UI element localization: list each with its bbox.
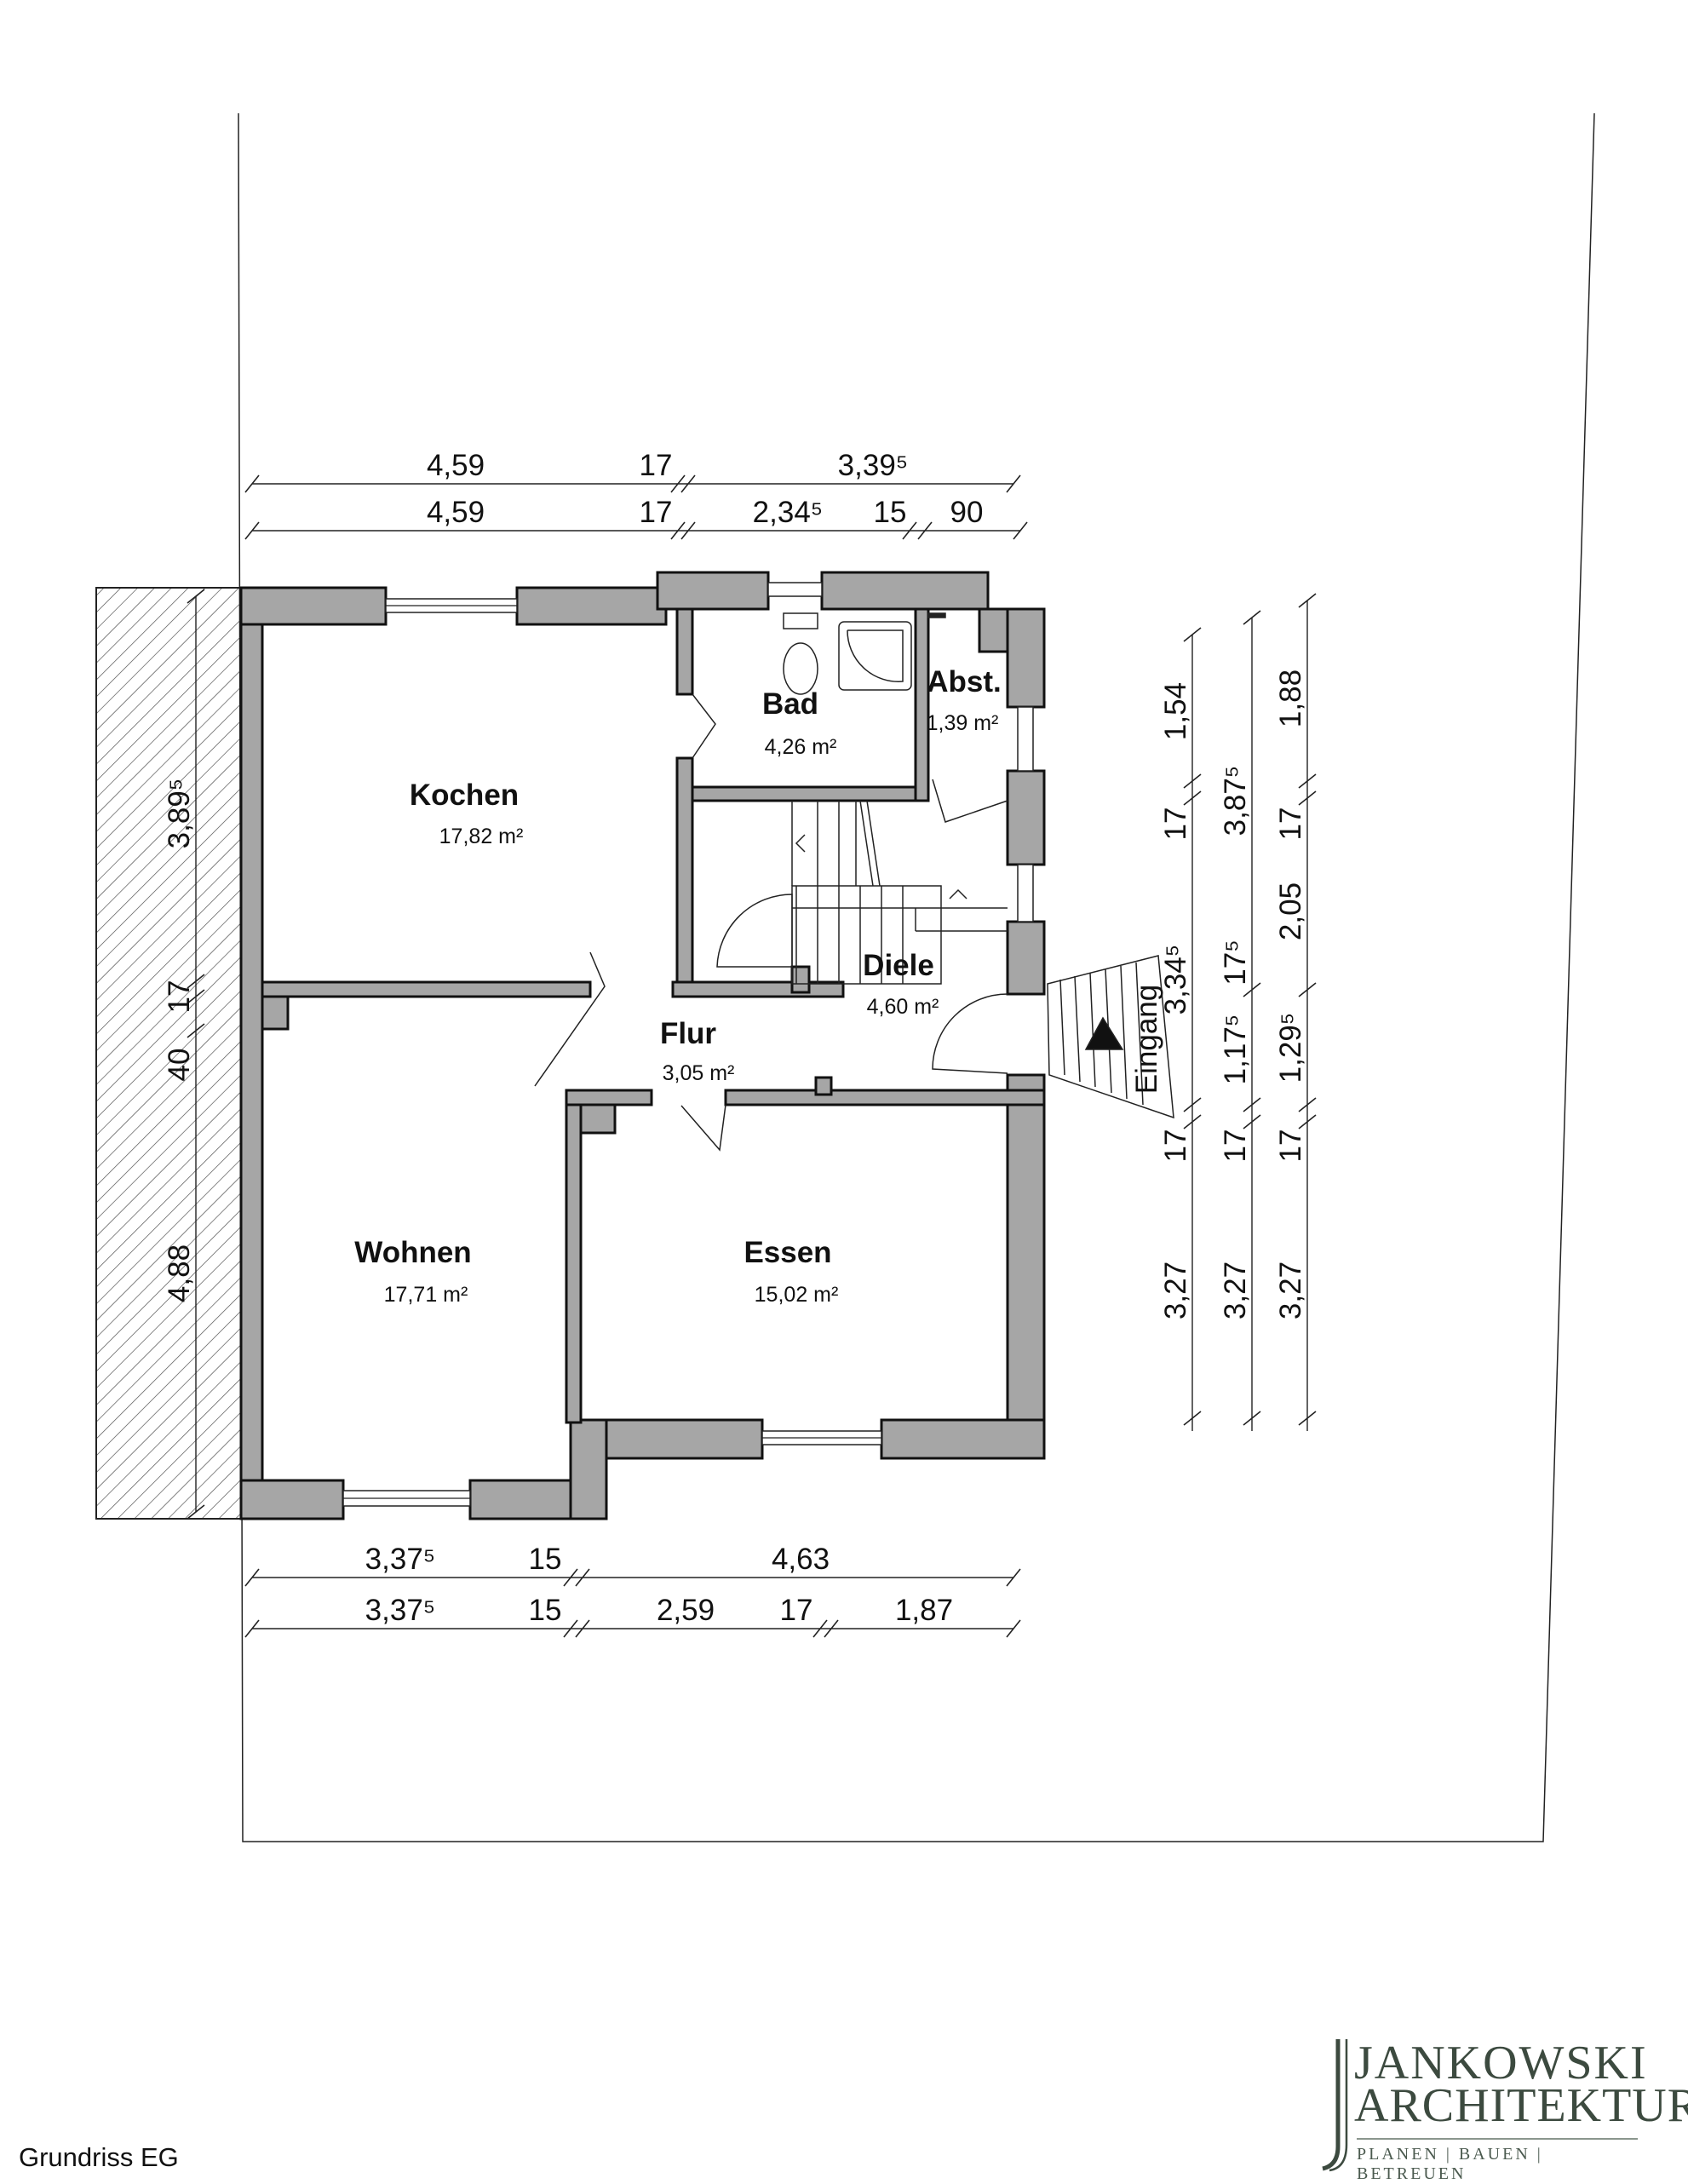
- dim-r1-1: 17: [1159, 808, 1192, 841]
- doors: [534, 693, 1008, 1152]
- dim-bottom2-2: 2,59: [657, 1594, 715, 1627]
- dimension-lines: [187, 474, 1317, 1638]
- room-labels: Kochen 17,82 m² Bad 4,26 m² Abst. 1,39 m…: [354, 665, 1001, 1307]
- entrance-label: Eingang: [1130, 985, 1163, 1094]
- room-essen-name: Essen: [744, 1236, 831, 1269]
- dimension-labels-left: 3,89⁵ 17 40 4,88: [163, 779, 196, 1302]
- plan-title: Grundriss EG: [19, 2142, 179, 2172]
- dim-r3-1: 17: [1274, 808, 1307, 841]
- dim-top1-2: 3,39⁵: [838, 449, 909, 482]
- dim-r3-4: 17: [1274, 1129, 1307, 1163]
- room-flur-area: 3,05 m²: [663, 1061, 735, 1085]
- dimension-labels-right: 1,54 17 3,34⁵ 17 3,27 3,87⁵ 17⁵ 1,17⁵ 17…: [1159, 670, 1307, 1319]
- logo-j-mark-icon: [1322, 2039, 1348, 2172]
- dim-top1-0: 4,59: [427, 449, 485, 482]
- room-wohnen-name: Wohnen: [354, 1236, 471, 1269]
- room-abst-name: Abst.: [927, 665, 1002, 698]
- room-wohnen-area: 17,71 m²: [384, 1283, 468, 1307]
- entrance-arrow-icon: [1084, 1016, 1124, 1050]
- entrance-steps: [1047, 955, 1174, 1119]
- room-kochen-name: Kochen: [410, 779, 519, 812]
- dim-bottom2-3: 17: [780, 1594, 813, 1627]
- room-essen-area: 15,02 m²: [755, 1283, 839, 1307]
- logo-divider: [1357, 2138, 1638, 2140]
- dim-r2-3: 17: [1219, 1129, 1252, 1163]
- dim-bottom1-1: 15: [529, 1543, 562, 1576]
- dim-r3-2: 2,05: [1274, 882, 1307, 940]
- room-flur-name: Flur: [660, 1017, 716, 1050]
- room-bad-area: 4,26 m²: [765, 735, 837, 759]
- room-abst-area: 1,39 m²: [927, 711, 999, 735]
- dim-top2-2: 2,34⁵: [753, 496, 824, 529]
- dimension-labels-bottom: 3,37⁵ 15 4,63 3,37⁵ 15 2,59 17 1,87: [365, 1543, 953, 1627]
- dim-r3-3: 1,29⁵: [1274, 1013, 1307, 1083]
- dim-r2-0: 3,87⁵: [1219, 766, 1252, 836]
- dim-left-0: 3,89⁵: [163, 779, 196, 849]
- dim-top2-1: 17: [640, 496, 673, 529]
- dimension-labels-top: 4,59 17 3,39⁵ 4,59 17 2,34⁵ 15 90: [427, 449, 984, 529]
- walls: [239, 571, 1046, 1520]
- dim-bottom2-0: 3,37⁵: [365, 1594, 436, 1627]
- dim-left-2: 40: [163, 1049, 196, 1082]
- dim-top1-1: 17: [640, 449, 673, 482]
- dim-top2-3: 15: [874, 496, 907, 529]
- dim-bottom2-1: 15: [529, 1594, 562, 1627]
- stair: [791, 800, 1008, 985]
- dim-left-1: 17: [163, 980, 196, 1014]
- architect-logo: JANKOWSKI ARCHITEKTUR PLANEN | BAUEN | B…: [1307, 2036, 1688, 2183]
- dim-r1-2: 3,34⁵: [1159, 945, 1192, 1015]
- neighbour-hatch: [95, 587, 242, 1520]
- dim-r2-2: 1,17⁵: [1219, 1014, 1252, 1085]
- room-bad-name: Bad: [762, 687, 818, 721]
- dim-bottom2-4: 1,87: [895, 1594, 953, 1627]
- windows: [342, 582, 1034, 1507]
- dim-top2-4: 90: [950, 496, 984, 529]
- room-kochen-area: 17,82 m²: [439, 825, 524, 848]
- dim-r1-0: 1,54: [1159, 682, 1192, 740]
- dim-r3-5: 3,27: [1274, 1262, 1307, 1319]
- dim-bottom1-0: 3,37⁵: [365, 1543, 436, 1576]
- bath-fixtures: [783, 612, 946, 695]
- logo-line2: ARCHITEKTUR: [1354, 2079, 1688, 2132]
- dim-r1-4: 3,27: [1159, 1262, 1192, 1319]
- dim-r3-0: 1,88: [1274, 670, 1307, 727]
- room-diele-name: Diele: [863, 949, 934, 982]
- dim-r2-4: 3,27: [1219, 1262, 1252, 1319]
- dim-r1-3: 17: [1159, 1129, 1192, 1163]
- dim-r2-1: 17⁵: [1219, 940, 1252, 985]
- dim-bottom1-2: 4,63: [772, 1543, 830, 1576]
- logo-line1: JANKOWSKI: [1354, 2037, 1648, 2089]
- room-diele-area: 4,60 m²: [867, 995, 939, 1019]
- dim-top2-0: 4,59: [427, 496, 485, 529]
- logo-tagline: PLANEN | BAUEN | BETREUEN: [1357, 2145, 1543, 2183]
- dim-left-3: 4,88: [163, 1244, 196, 1302]
